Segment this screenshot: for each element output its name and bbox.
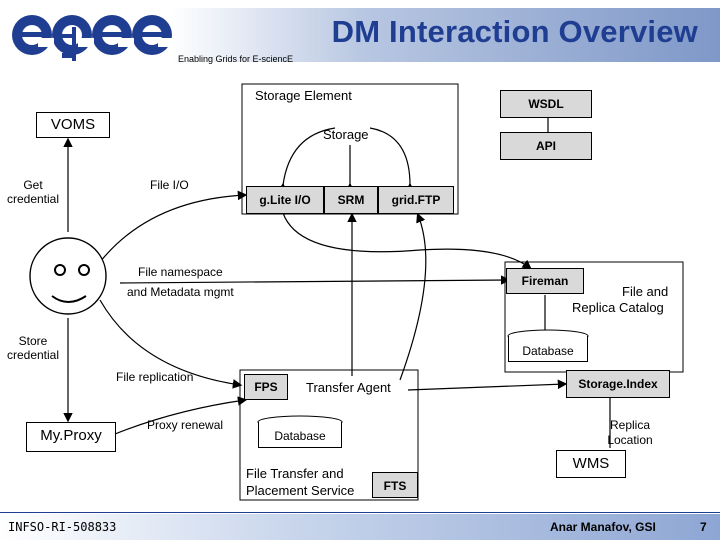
tagline: Enabling Grids for E-sciencE [178,54,294,64]
glite-io-label: g.Lite I/O [259,193,311,207]
file-and-label: File and [622,284,669,299]
fts-label: FTS [383,479,407,493]
author: Anar Manafov, GSI [550,520,656,534]
store-credential-label: Store credential [6,334,60,362]
wms-label: WMS [572,455,610,472]
namespace-arrow [119,275,511,285]
wms-box [556,450,626,478]
storage-index-label: Storage.Index [578,377,658,391]
storage-arc-glite [277,127,336,193]
wsdl-label: WSDL [528,97,564,111]
glite-fireman-arrow [282,212,532,270]
glite-io-box [246,186,324,214]
file-replication-label: File replication [116,370,194,384]
project-id: INFSO-RI-508833 [8,520,117,534]
file-io-arrow [99,190,248,263]
storage-label: Storage [323,127,369,142]
myproxy-box [26,422,116,452]
gridftp-label: grid.FTP [391,193,441,207]
egee-logo [12,15,174,61]
file-io-label: File I/O [150,178,189,192]
footer-rule [0,512,720,513]
fireman-box [506,268,584,294]
database-top-box [508,336,588,362]
header-banner [170,8,720,62]
proxy-renewal-label: Proxy renewal [147,418,224,432]
storage-element-label: Storage Element [255,88,352,103]
fps-box [244,374,288,400]
page-title: DM Interaction Overview [331,14,698,49]
database-bottom-box [258,422,342,448]
fts-line2-label: Placement Service [246,483,355,498]
database-top-label: Database [522,344,574,358]
get-credential-label: Get credential [6,178,60,206]
proxy-renewal-arrow [114,396,248,435]
srm-box [324,186,378,214]
srm-label: SRM [337,193,365,207]
replica-location-label: Replica Location [607,418,653,447]
page-number: 7 [700,520,707,534]
api-label: API [535,139,556,153]
api-box [500,132,592,160]
file-replication-arrow [99,299,243,389]
footer-band [0,514,720,540]
gridftp-box [378,186,454,214]
storage-element-frame [241,83,459,215]
myproxy-label: My.Proxy [40,427,102,444]
database-bottom-label: Database [274,429,326,443]
fts-line1-label: File Transfer and [246,466,344,481]
transfer-gridftp-arrow [399,212,427,381]
replica-catalog-label: Replica Catalog [572,300,664,315]
storage-arc-gridftp [369,127,415,193]
fts-frame [239,369,419,501]
transfer-storageindex-arrow [407,379,568,391]
fps-label: FPS [254,380,278,394]
wsdl-box [500,90,592,118]
storage-index-box [566,370,670,398]
fireman-label: Fireman [521,274,569,288]
user-face-icon [29,237,107,315]
transfer-agent-label: Transfer Agent [306,380,391,395]
voms-box [36,112,110,138]
voms-label: VOMS [50,116,96,133]
file-namespace-label: File namespace [138,265,223,279]
metadata-mgmt-label: and Metadata mgmt [127,285,234,299]
fts-box [372,472,418,498]
